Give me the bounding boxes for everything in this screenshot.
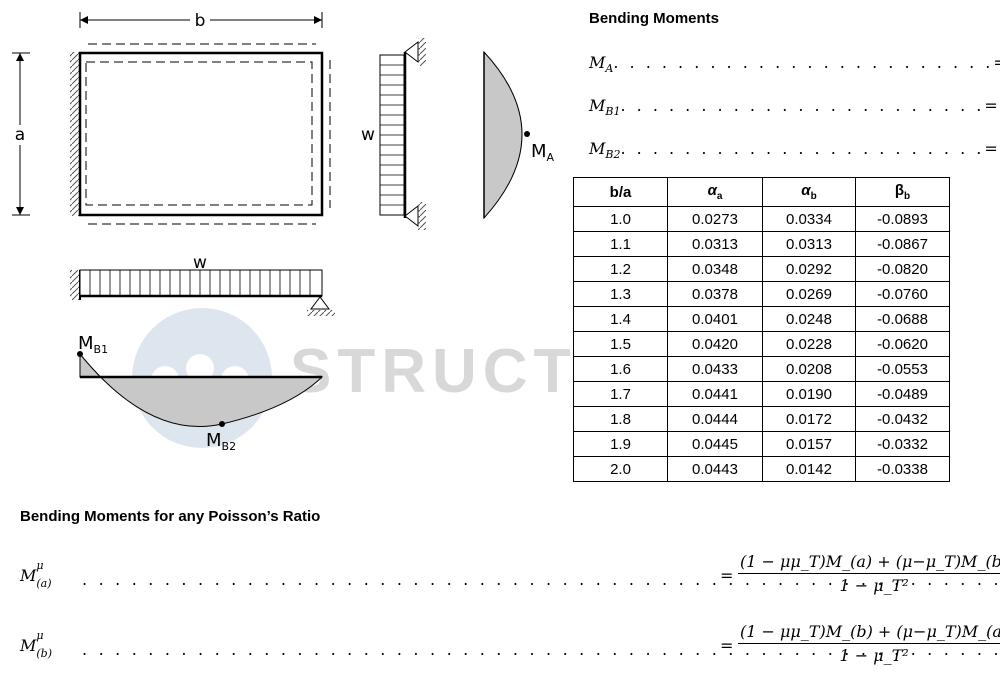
- table-cell: -0.0893: [855, 206, 950, 232]
- plate-diagram: STRUCT b a: [12, 11, 570, 453]
- table-cell: 0.0172: [762, 406, 856, 432]
- table-cell: 1.9: [573, 431, 668, 457]
- dim-b-label: b: [195, 11, 206, 31]
- table-cell: 1.1: [573, 231, 668, 257]
- col-header-alpha-b: αb: [762, 177, 856, 207]
- bending-moments-title: Bending Moments: [589, 10, 719, 27]
- table-cell: 0.0157: [762, 431, 856, 457]
- table-cell: 0.0401: [667, 306, 763, 332]
- watermark-text: STRUCT: [290, 337, 570, 406]
- poisson-numerator-a: (1 − μμ_T)M_(a) + (μ−μ_T)M_(b): [738, 552, 1000, 574]
- table-cell: 0.0445: [667, 431, 763, 457]
- poisson-denominator-a: 1 − μ_T²: [839, 576, 909, 595]
- table-cell: 0.0292: [762, 256, 856, 282]
- table-cell: 1.0: [573, 206, 668, 232]
- moment-b1-label: MB1: [78, 333, 108, 356]
- dim-a-label: a: [15, 125, 25, 145]
- table-cell: 1.4: [573, 306, 668, 332]
- table-cell: 0.0441: [667, 381, 763, 407]
- table-cell: 0.0334: [762, 206, 856, 232]
- section-load-label: w: [361, 125, 375, 145]
- table-cell: 0.0269: [762, 281, 856, 307]
- table-cell: 0.0208: [762, 356, 856, 382]
- table-cell: 0.0248: [762, 306, 856, 332]
- poisson-numerator-b: (1 − μμ_T)M_(b) + (μ−μ_T)M_(a): [738, 622, 1000, 644]
- beam-view: w: [70, 253, 335, 316]
- table-cell: 2.0: [573, 456, 668, 482]
- table-cell: 0.0443: [667, 456, 763, 482]
- dimension-b: b: [79, 11, 323, 31]
- table-cell: 0.0313: [667, 231, 763, 257]
- table-cell: -0.0553: [855, 356, 950, 382]
- table-header-row: b/a αa αb βb: [573, 177, 950, 207]
- table-cell: -0.0867: [855, 231, 950, 257]
- table-cell: 0.0444: [667, 406, 763, 432]
- table-cell: -0.0820: [855, 256, 950, 282]
- plate: [70, 43, 331, 225]
- table-cell: 0.0228: [762, 331, 856, 357]
- table-cell: -0.0688: [855, 306, 950, 332]
- table-cell: 0.0420: [667, 331, 763, 357]
- moment-b2-label: MB2: [206, 430, 236, 453]
- table-cell: 1.5: [573, 331, 668, 357]
- table-cell: 1.8: [573, 406, 668, 432]
- dimension-a: a: [12, 52, 30, 216]
- beam-load-label: w: [193, 253, 207, 273]
- table-cell: -0.0760: [855, 281, 950, 307]
- table-cell: -0.0620: [855, 331, 950, 357]
- table-cell: 0.0190: [762, 381, 856, 407]
- moment-b-diagram: MB1 MB2: [77, 333, 324, 453]
- table-cell: 0.0378: [667, 281, 763, 307]
- table-cell: -0.0432: [855, 406, 950, 432]
- section-view: w: [361, 38, 426, 230]
- formula-ma: MA. . . . . . . . . . . . . . . . . . . …: [589, 53, 1000, 76]
- col-header-alpha-a: αa: [667, 177, 763, 207]
- poisson-denominator-b: 1 − μ_T²: [839, 646, 909, 665]
- table-cell: 0.0348: [667, 256, 763, 282]
- moment-a-label: MA: [531, 141, 555, 164]
- table-cell: 0.0313: [762, 231, 856, 257]
- formula-mb1: MB1. . . . . . . . . . . . . . . . . . .…: [589, 96, 1000, 119]
- table-cell: 0.0433: [667, 356, 763, 382]
- col-header-ratio: b/a: [573, 177, 668, 207]
- table-cell: 1.2: [573, 256, 668, 282]
- table-cell: -0.0332: [855, 431, 950, 457]
- table-cell: 1.3: [573, 281, 668, 307]
- moment-a-diagram: MA: [483, 50, 555, 220]
- table-cell: -0.0338: [855, 456, 950, 482]
- table-cell: 1.6: [573, 356, 668, 382]
- table-cell: 1.7: [573, 381, 668, 407]
- poisson-title: Bending Moments for any Poisson’s Ratio: [20, 508, 321, 525]
- table-cell: 0.0273: [667, 206, 763, 232]
- table-cell: -0.0489: [855, 381, 950, 407]
- col-header-beta-b: βb: [855, 177, 950, 207]
- formula-mb2: MB2. . . . . . . . . . . . . . . . . . .…: [589, 139, 1000, 162]
- table-cell: 0.0142: [762, 456, 856, 482]
